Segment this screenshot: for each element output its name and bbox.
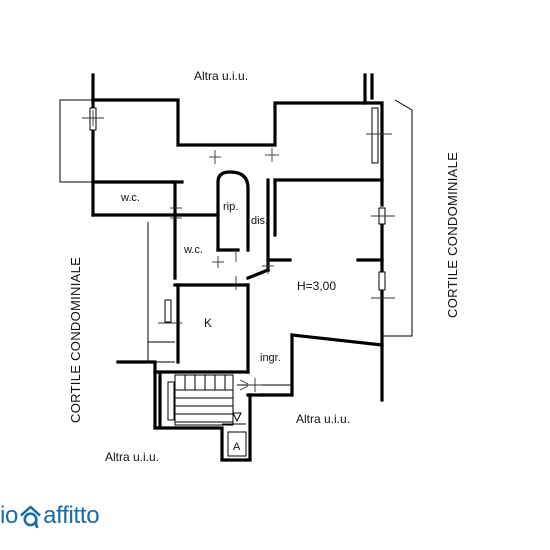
room-labels: Altra u.i.u. Altra u.i.u. Altra u.i.u. w… — [68, 69, 460, 464]
window-marks — [82, 107, 395, 392]
label-storage: rip. — [223, 201, 238, 213]
label-courtyard-right: CORTILE CONDOMINIALE — [445, 152, 460, 318]
label-lift: A — [233, 441, 241, 453]
brand-name: affitto — [43, 502, 100, 529]
walls — [91, 73, 384, 462]
house-at-icon — [20, 505, 42, 528]
label-bottom-right-neighbor: Altra u.i.u. — [296, 412, 350, 426]
label-bottom-left-neighbor: Altra u.i.u. — [105, 450, 159, 464]
label-courtyard-left: CORTILE CONDOMINIALE — [68, 257, 83, 423]
label-kitchen: K — [204, 316, 212, 330]
label-wc-lower: w.c. — [183, 244, 203, 256]
brand-logo: io affitto — [0, 502, 100, 530]
label-entrance: ingr. — [260, 352, 281, 364]
brand-prefix: io — [0, 502, 19, 529]
label-wc-upper: w.c. — [120, 192, 140, 204]
staircase — [167, 374, 247, 457]
label-ceiling-height: H=3,00 — [297, 279, 336, 293]
label-top-neighbor: Altra u.i.u. — [194, 69, 248, 83]
label-hallway: dis. — [251, 215, 268, 227]
